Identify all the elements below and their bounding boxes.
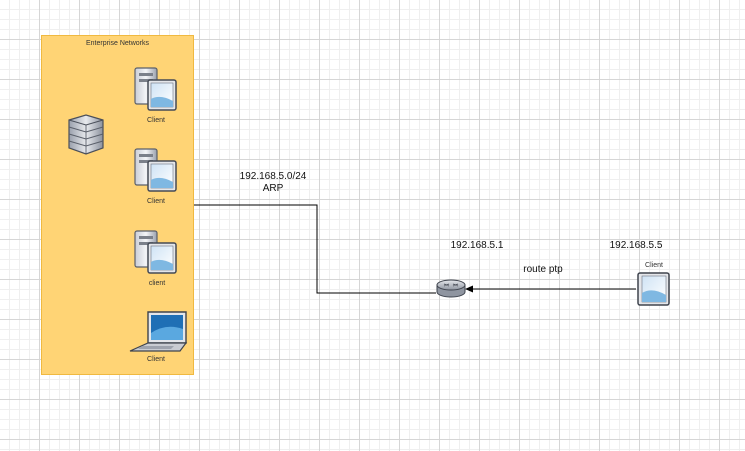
gateway-ip-label: 192.168.5.1	[450, 240, 504, 251]
monitor-icon	[637, 272, 670, 306]
client-1-label: Client	[147, 117, 165, 124]
router-node[interactable]	[435, 279, 467, 299]
client-3-label: client	[148, 280, 166, 287]
client-pc-2[interactable]	[132, 147, 180, 195]
client-pc-3[interactable]	[132, 229, 180, 277]
desktop-pc-icon	[134, 148, 177, 192]
group-title: Enterprise Networks	[85, 40, 150, 47]
remote-client-label: Client	[645, 262, 663, 269]
server-stack-icon	[68, 114, 104, 155]
link-enterprise-to-router[interactable]	[194, 204, 436, 294]
router-icon	[436, 279, 466, 298]
route-label: route ptp	[523, 264, 563, 275]
laptop-icon	[129, 311, 188, 352]
protocol-label: ARP	[262, 183, 284, 194]
arrowhead-icon	[465, 285, 473, 293]
client-2-label: Client	[147, 198, 165, 205]
client-ip-label: 192.168.5.5	[609, 240, 663, 251]
desktop-pc-icon	[134, 67, 177, 111]
desktop-pc-icon	[134, 230, 177, 274]
server-node[interactable]	[63, 114, 109, 156]
laptop-node[interactable]	[128, 309, 188, 355]
client-pc-1[interactable]	[132, 66, 180, 114]
subnet-label: 192.168.5.0/24	[239, 171, 307, 182]
laptop-label: Client	[147, 356, 165, 363]
remote-client-node[interactable]	[636, 271, 672, 307]
